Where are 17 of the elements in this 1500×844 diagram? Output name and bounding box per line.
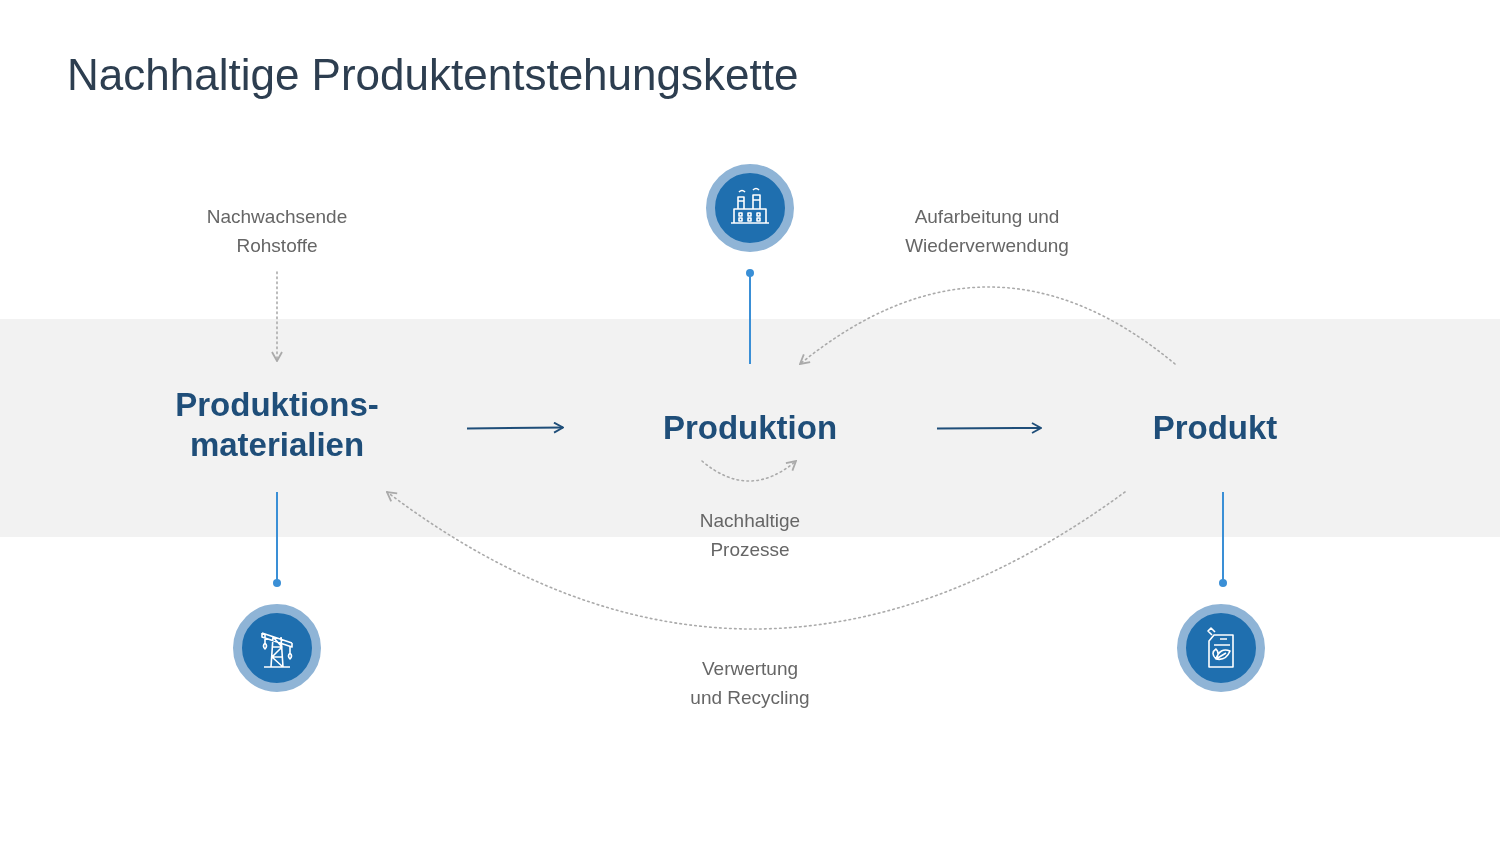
- stage-label: Produktions- materialien: [174, 385, 380, 465]
- edge-label: Aufarbeitung und Wiederverwendung: [904, 205, 1070, 258]
- source-label: Nachwachsende Rohstoffe: [205, 205, 349, 258]
- arrow: [701, 460, 797, 482]
- arrow: [936, 422, 1042, 434]
- arrow: [799, 286, 1176, 365]
- arrow: [466, 421, 564, 434]
- stage-label: Produktion: [661, 408, 839, 448]
- arrow: [386, 491, 1126, 630]
- arrow: [271, 271, 283, 362]
- edge-label: Nachhaltige Prozesse: [698, 509, 802, 562]
- edge-label: Verwertung und Recycling: [689, 657, 811, 710]
- connector-line: [1219, 491, 1227, 587]
- stage-label: Produkt: [1151, 408, 1279, 448]
- connector-line: [746, 269, 754, 365]
- title: Nachhaltige Produktentstehungskette: [67, 50, 799, 100]
- connector-line: [273, 491, 281, 587]
